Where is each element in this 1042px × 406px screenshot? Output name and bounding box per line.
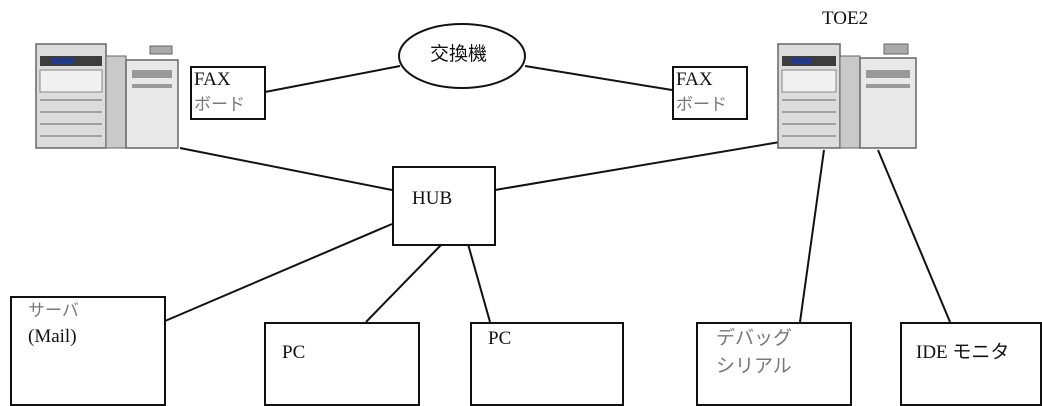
server-box bbox=[10, 296, 166, 406]
fax-board-left bbox=[190, 66, 266, 120]
line-fax-left-to-switch bbox=[264, 65, 401, 93]
line-hub-to-server bbox=[164, 223, 393, 322]
debug-serial-box bbox=[696, 322, 852, 406]
fax-board-right-line2: ボード bbox=[676, 95, 727, 114]
network-diagram bbox=[35, 23, 951, 323]
pc-box-1 bbox=[264, 322, 420, 406]
line-mfp-to-debug bbox=[799, 149, 825, 323]
mfp-right-icon bbox=[777, 43, 917, 149]
pc-label-2: PC bbox=[488, 328, 512, 349]
pc-box-2 bbox=[470, 322, 624, 406]
pc-label-1: PC bbox=[282, 342, 306, 363]
fax-board-left-line2: ボード bbox=[194, 95, 245, 114]
fax-board-left-line1: FAX bbox=[194, 69, 231, 90]
ide-monitor-label: IDE モニタ bbox=[916, 342, 1010, 363]
line-hub-to-pc1 bbox=[365, 243, 443, 323]
server-label-line1: サーバ bbox=[28, 301, 79, 320]
server-label-line2: (Mail) bbox=[28, 326, 77, 347]
fax-board-right bbox=[672, 66, 748, 120]
line-switch-to-fax-right bbox=[524, 65, 673, 91]
connection-lines bbox=[164, 65, 951, 323]
device-label-toe2: TOE2 bbox=[822, 8, 869, 29]
switch-ellipse bbox=[398, 23, 526, 89]
debug-serial-line1: デバッグ bbox=[716, 328, 793, 349]
line-hub-to-mfp-right bbox=[494, 141, 781, 191]
mfp-left-icon bbox=[35, 43, 179, 149]
line-mfp-to-ide bbox=[877, 149, 951, 323]
switch-label: 交換機 bbox=[430, 44, 488, 65]
line-mfp-left-to-hub bbox=[179, 147, 393, 191]
debug-serial-line2: シリアル bbox=[716, 356, 792, 377]
ide-monitor-box bbox=[900, 322, 1042, 406]
hub-label: HUB bbox=[412, 188, 453, 209]
line-hub-to-pc2 bbox=[467, 243, 491, 323]
fax-board-right-line1: FAX bbox=[676, 69, 713, 90]
hub-box bbox=[392, 166, 496, 246]
